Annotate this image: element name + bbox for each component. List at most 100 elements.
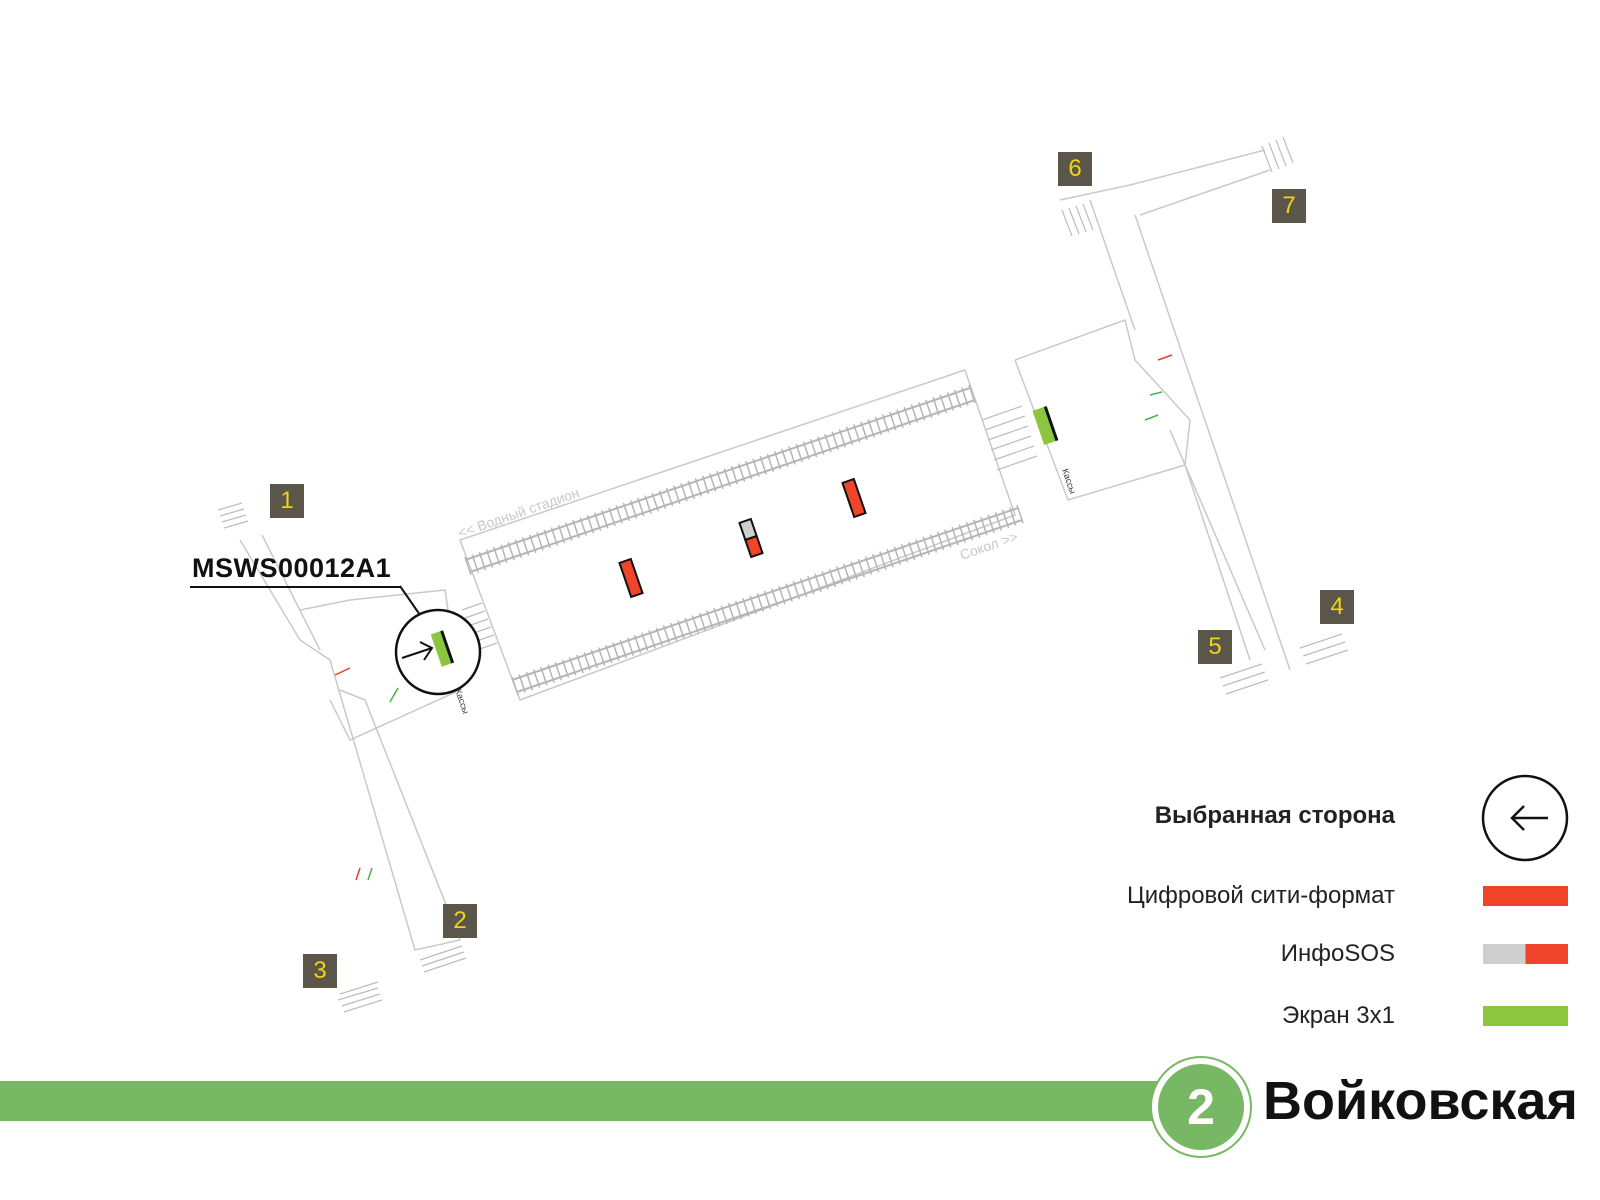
metro-line-bar bbox=[0, 1081, 1160, 1121]
track-tie bbox=[889, 411, 897, 431]
track-tie bbox=[565, 522, 573, 541]
track-tie bbox=[723, 468, 731, 487]
legend-digital-swatch bbox=[1483, 886, 1568, 906]
track-tie bbox=[608, 507, 616, 527]
track-tie bbox=[651, 492, 659, 512]
track-tie bbox=[781, 448, 789, 468]
track-tie bbox=[766, 453, 775, 473]
track-tie bbox=[464, 556, 472, 576]
flow-arrows bbox=[334, 354, 1173, 881]
track-tie bbox=[687, 480, 695, 500]
track-tie bbox=[809, 438, 818, 458]
track-tie bbox=[507, 542, 515, 561]
track-tie bbox=[525, 671, 534, 691]
track-tie bbox=[737, 463, 746, 482]
track-tie bbox=[730, 465, 739, 485]
track-tie bbox=[511, 676, 519, 696]
track-tie bbox=[752, 458, 760, 477]
track-tie bbox=[944, 529, 952, 548]
track-tie bbox=[521, 537, 530, 556]
track-tie bbox=[961, 387, 969, 406]
track-tie bbox=[478, 551, 487, 571]
right-stairs-7 bbox=[1261, 136, 1294, 173]
digital-city-format-panel[interactable] bbox=[618, 557, 644, 599]
track-tie bbox=[843, 563, 851, 583]
track-tie bbox=[691, 615, 700, 634]
track-tie bbox=[896, 409, 904, 428]
track-tie bbox=[857, 558, 865, 578]
track-tie bbox=[908, 541, 916, 561]
track-tie bbox=[543, 529, 551, 549]
track-tie bbox=[493, 546, 501, 566]
left-corridor bbox=[239, 534, 462, 951]
right-stairs-6 bbox=[1061, 203, 1094, 237]
track-tie bbox=[655, 627, 663, 647]
track-tie bbox=[939, 394, 947, 414]
track-tie bbox=[792, 580, 801, 600]
right-platform-stairs bbox=[981, 405, 1038, 471]
right-vestibule bbox=[1014, 149, 1291, 671]
track-tie bbox=[872, 553, 880, 573]
track-tie bbox=[536, 532, 544, 551]
track-tie bbox=[968, 384, 976, 404]
legend-screen-label: Экран 3x1 bbox=[1281, 1002, 1395, 1029]
track-tie bbox=[673, 485, 681, 504]
track-tie bbox=[893, 546, 902, 566]
track-tie bbox=[1009, 507, 1017, 526]
track-tie bbox=[785, 583, 793, 602]
track-tie bbox=[831, 431, 839, 450]
right-stairs-4 bbox=[1299, 633, 1349, 665]
exit-badge-4: 4 bbox=[1320, 590, 1354, 624]
track-tie bbox=[540, 666, 548, 686]
track-tie bbox=[550, 527, 559, 546]
track-tie bbox=[881, 414, 890, 433]
digital-city-format-panel[interactable] bbox=[841, 477, 867, 519]
track-tie bbox=[994, 512, 1003, 531]
track-tie bbox=[658, 490, 667, 509]
track-tie bbox=[698, 612, 707, 632]
track-tie bbox=[973, 519, 981, 538]
track-tie bbox=[579, 517, 587, 536]
track-tie bbox=[694, 478, 703, 497]
track-tie bbox=[936, 531, 945, 551]
track-tie bbox=[626, 637, 635, 656]
left-stairs-1 bbox=[217, 502, 249, 529]
screen-3x1-panel[interactable] bbox=[1032, 406, 1059, 445]
exit-badge-6: 6 bbox=[1058, 152, 1092, 186]
track-tie bbox=[864, 556, 873, 575]
track-tie bbox=[648, 630, 656, 649]
track-tie bbox=[814, 573, 822, 593]
track-tie bbox=[590, 649, 599, 669]
track-tie bbox=[788, 446, 796, 465]
track-tie bbox=[514, 539, 523, 559]
track-tie bbox=[706, 610, 714, 629]
legend-digital-label: Цифровой сити-формат bbox=[1126, 882, 1395, 909]
track-tie bbox=[637, 497, 645, 517]
track-tie bbox=[987, 514, 995, 534]
track-tie bbox=[929, 534, 938, 553]
track-tie bbox=[500, 544, 508, 563]
exit-badge-5: 5 bbox=[1198, 630, 1232, 664]
track-tie bbox=[867, 419, 875, 438]
track-tie bbox=[958, 524, 966, 543]
track-tie bbox=[557, 524, 566, 544]
track-tie bbox=[612, 642, 620, 661]
track-tie bbox=[838, 428, 847, 448]
track-tie bbox=[485, 549, 494, 568]
track-tie bbox=[759, 456, 767, 475]
track-tie bbox=[824, 433, 832, 453]
legend-infosos-label: ИнфоSOS bbox=[1280, 940, 1395, 967]
track-tie bbox=[874, 416, 883, 436]
track-tie bbox=[850, 561, 858, 580]
legend-infosos-swatch bbox=[1483, 944, 1568, 964]
infosos-panel[interactable] bbox=[738, 517, 764, 559]
station-name: Войковская bbox=[1263, 1071, 1578, 1131]
track-tie bbox=[771, 588, 779, 607]
track-tie bbox=[763, 590, 772, 610]
track-tie bbox=[900, 544, 909, 563]
track-tie bbox=[532, 669, 541, 688]
selected-device-marker[interactable] bbox=[394, 608, 482, 696]
track-tie bbox=[853, 424, 861, 443]
track-tie bbox=[845, 426, 854, 446]
